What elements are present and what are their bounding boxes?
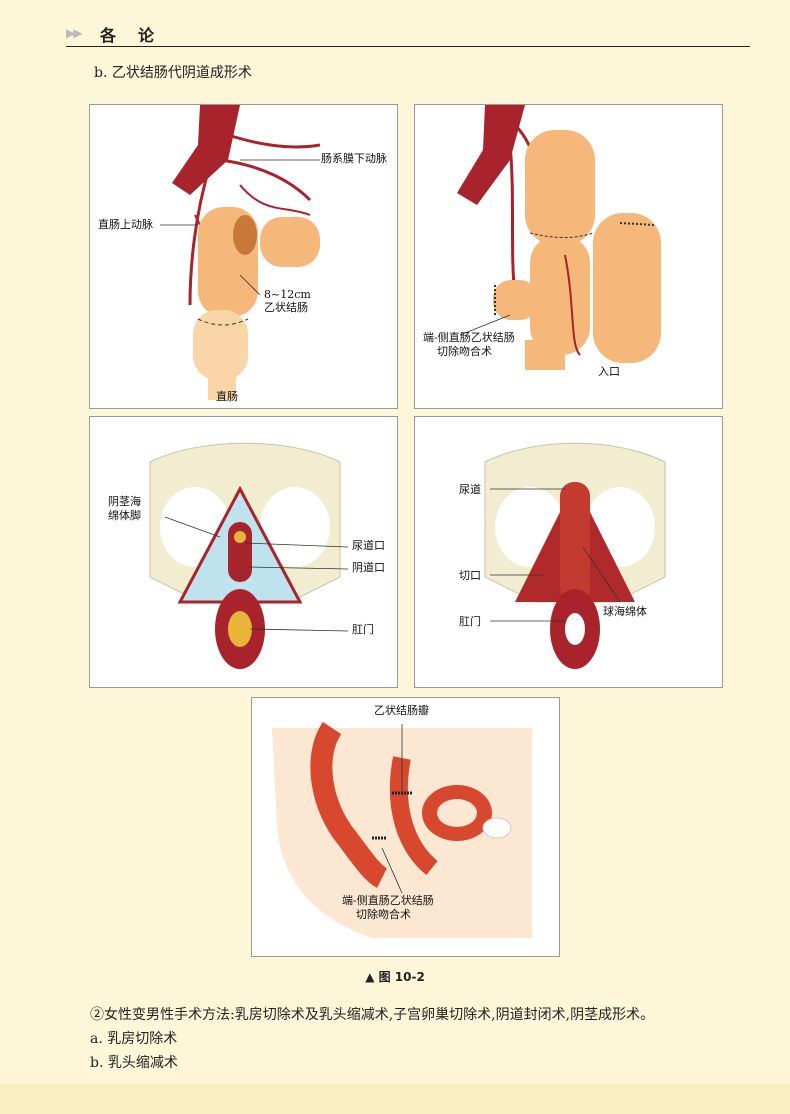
- label-resection-2: 切除吻合术: [356, 908, 411, 921]
- label-length: 8~12cm: [264, 288, 311, 301]
- label-entrance: 入口: [598, 365, 620, 378]
- figure-panel-anastomosis: 端-侧直肠乙状结肠 切除吻合术 入口: [414, 104, 723, 409]
- label-sigmoid-flap: 乙状结肠瓣: [374, 704, 429, 717]
- bulbospongiosus-illustration: [484, 442, 666, 669]
- label-inferior-mesenteric-artery: 肠系膜下动脉: [321, 152, 387, 165]
- label-vaginal-orifice: 阴道口: [352, 561, 385, 574]
- label-resection: 切除吻合术: [437, 345, 492, 358]
- figure-panel-bulbospongiosus: 尿道 切口 球海绵体 肛门: [414, 416, 723, 688]
- label-corpus-cavernosum-line1: 阴茎海: [108, 495, 141, 508]
- sagittal-illustration: [272, 721, 532, 938]
- body-paragraph-3: b. 乳头缩减术: [90, 1055, 178, 1071]
- label-anus-2: 肛门: [459, 615, 481, 628]
- body-paragraph-2: a. 乳房切除术: [90, 1031, 178, 1047]
- figure-panel-sagittal: 乙状结肠瓣 端-侧直肠乙状结肠 切除吻合术: [251, 697, 560, 957]
- label-bulbospongiosus: 球海绵体: [603, 605, 647, 618]
- header-arrows: ▶▶: [66, 26, 83, 40]
- figure-panel-perineum-incision: 阴茎海 绵体脚 尿道口 阴道口 肛门: [89, 416, 398, 688]
- figure-caption: ▲ 图 10-2: [365, 970, 425, 984]
- perineum-incision-illustration: [149, 442, 349, 669]
- label-anus: 肛门: [352, 623, 374, 636]
- section-subtitle: b. 乙状结肠代阴道成形术: [94, 65, 252, 81]
- label-rectum: 直肠: [216, 390, 238, 403]
- footer-band: [0, 1084, 790, 1114]
- label-superior-rectal-artery: 直肠上动脉: [98, 218, 153, 231]
- label-urethral-orifice: 尿道口: [352, 539, 385, 552]
- label-end-to-side-anastomosis: 端-侧直肠乙状结肠: [423, 331, 515, 344]
- anastomosis-illustration: [457, 105, 661, 370]
- label-end-to-side-anastomosis-2: 端-侧直肠乙状结肠: [342, 894, 434, 907]
- label-sigmoid-colon: 乙状结肠: [264, 301, 308, 314]
- header-rule: [66, 46, 750, 47]
- sigmoid-vessels-illustration: [160, 105, 321, 400]
- label-corpus-cavernosum-line2: 绵体脚: [108, 509, 141, 522]
- chapter-title: 各论: [100, 26, 177, 45]
- body-paragraph-1: ②女性变男性手术方法:乳房切除术及乳头缩减术,子宫卵巢切除术,阴道封闭术,阴茎成…: [90, 1007, 655, 1023]
- label-incision: 切口: [459, 569, 481, 582]
- figure-panel-sigmoid-vessels: 肠系膜下动脉 直肠上动脉 8~12cm 乙状结肠 直肠: [89, 104, 398, 409]
- label-urethra: 尿道: [459, 483, 481, 496]
